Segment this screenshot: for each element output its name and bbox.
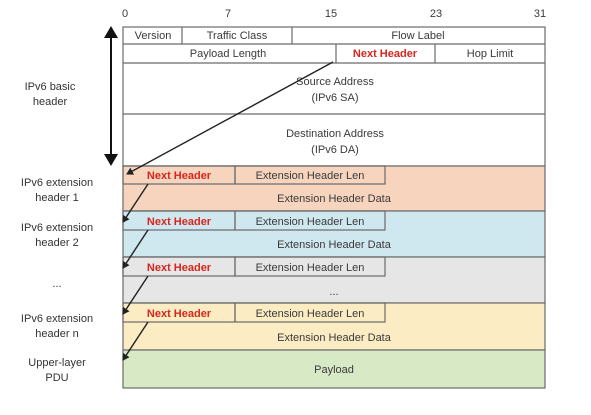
ext-ellipsis-next-header: Next Header — [147, 262, 212, 274]
ext-n-len: Extension Header Len — [256, 308, 365, 320]
label-upper-line1: Upper-layer — [28, 357, 86, 369]
traffic-class-field: Traffic Class — [207, 30, 268, 42]
basic-header-frame — [122, 26, 546, 167]
arrow-extn-to-payload — [122, 321, 149, 361]
label-ellipsis: ... — [52, 278, 61, 290]
label-extn-line1: IPv6 extension — [21, 313, 93, 325]
ext-header-ellipsis-block — [122, 256, 546, 304]
bit-31: 31 — [534, 8, 546, 20]
ext-1-next-header: Next Header — [147, 170, 212, 182]
bit-ruler: 0 7 15 23 31 — [122, 8, 546, 20]
ext-ellipsis-len: Extension Header Len — [256, 262, 365, 274]
ext-1-len: Extension Header Len — [256, 170, 365, 182]
ext-2-len: Extension Header Len — [256, 216, 365, 228]
destination-address-abbr: (IPv6 DA) — [311, 144, 359, 156]
bit-15: 15 — [325, 8, 337, 20]
label-ext1-line1: IPv6 extension — [21, 177, 93, 189]
label-basic-line2: header — [33, 96, 68, 108]
payload-block — [122, 349, 546, 389]
ext-header-1-block — [122, 165, 546, 212]
source-address-field: Source Address — [296, 76, 374, 88]
bit-7: 7 — [225, 8, 231, 20]
destination-address-field: Destination Address — [286, 128, 384, 140]
ext-header-1: Next Header Extension Header Len Extensi… — [122, 165, 546, 212]
label-ext2-line1: IPv6 extension — [21, 222, 93, 234]
basic-header-bracket — [104, 26, 118, 166]
label-ext1-line2: header 1 — [35, 192, 78, 204]
hop-limit-field: Hop Limit — [467, 48, 513, 60]
next-header-arrows — [122, 61, 334, 361]
ext-ellipsis-data: ... — [329, 286, 338, 298]
ext-header-2-block — [122, 210, 546, 258]
arrow-ellipsis-to-extn — [122, 275, 149, 315]
ext-header-ellipsis: Next Header Extension Header Len ... — [122, 256, 546, 304]
flow-label-field: Flow Label — [391, 30, 444, 42]
ext-1-data: Extension Header Data — [277, 193, 392, 205]
payload: Payload — [122, 349, 546, 389]
ext-header-n: Next Header Extension Header Len Extensi… — [122, 302, 546, 351]
basic-next-header-field: Next Header — [353, 48, 418, 60]
ext-2-data: Extension Header Data — [277, 239, 392, 251]
ext-n-data: Extension Header Data — [277, 332, 392, 344]
side-labels: IPv6 basic header IPv6 extension header … — [21, 81, 93, 384]
label-basic-line1: IPv6 basic — [25, 81, 76, 93]
arrow-ext2-to-ellipsis — [122, 229, 149, 269]
source-address-abbr: (IPv6 SA) — [311, 92, 358, 104]
version-field: Version — [135, 30, 172, 42]
bit-23: 23 — [430, 8, 442, 20]
payload-length-field: Payload Length — [190, 48, 266, 60]
ext-n-next-header: Next Header — [147, 308, 212, 320]
bit-0: 0 — [122, 8, 128, 20]
ext-2-next-header: Next Header — [147, 216, 212, 228]
basic-header: Version Traffic Class Flow Label Payload… — [122, 26, 546, 167]
arrow-ext1-to-ext2 — [122, 183, 149, 223]
label-ext2-line2: header 2 — [35, 237, 78, 249]
ext-header-2: Next Header Extension Header Len Extensi… — [122, 210, 546, 258]
payload-label: Payload — [314, 364, 354, 376]
label-upper-line2: PDU — [45, 372, 68, 384]
arrow-basic-to-ext1 — [126, 61, 334, 175]
label-extn-line2: header n — [35, 328, 78, 340]
